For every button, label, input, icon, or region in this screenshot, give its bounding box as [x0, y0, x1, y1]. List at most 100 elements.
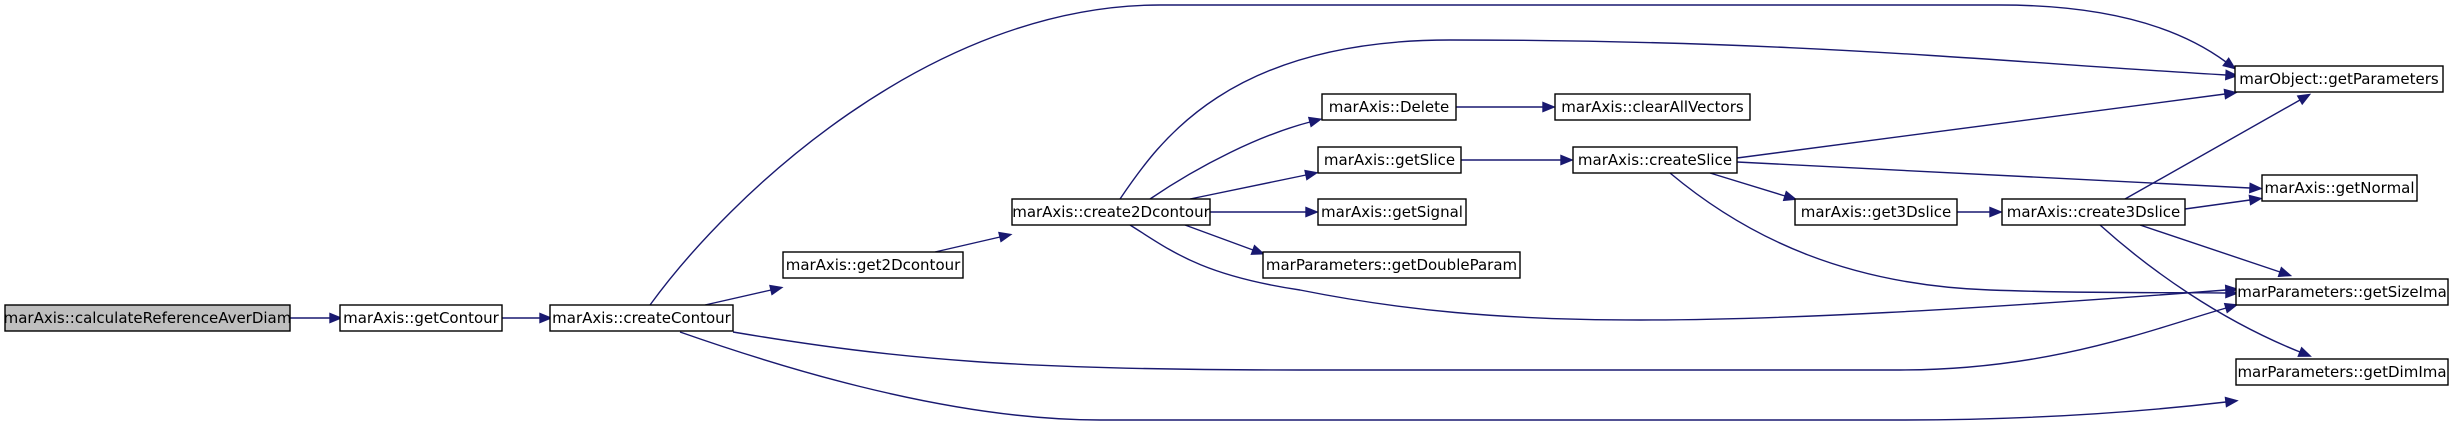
node-create3D[interactable]: marAxis::create3Dslice [2001, 198, 2186, 226]
edge-line [2124, 99, 2301, 200]
edge-line [1119, 39, 2227, 200]
node-calc[interactable]: marAxis::calculateReferenceAverDiam [4, 304, 292, 332]
node-box [1317, 198, 1467, 226]
edge-createSlice-to-get3D [1709, 172, 1798, 202]
node-label: marAxis::getNormal [2264, 179, 2414, 197]
edge-create3D-to-getNormal [2184, 194, 2263, 210]
edge-line [1736, 93, 2226, 159]
edge-create2D-to-getDouble [1184, 224, 1266, 255]
node-box [2235, 358, 2449, 386]
node-box [2235, 278, 2449, 306]
node-label: marAxis::getContour [343, 309, 500, 327]
arrowhead-icon [2296, 93, 2312, 106]
node-box [1317, 146, 1462, 174]
node-label: marAxis::createContour [552, 309, 732, 327]
edge-createContour-to-getSize [732, 302, 2239, 371]
node-get2D[interactable]: marAxis::get2Dcontour [782, 251, 964, 279]
edge-create2D-to-getSlice [1189, 169, 1319, 200]
node-clearAll[interactable]: marAxis::clearAllVectors [1554, 93, 1751, 121]
node-label: marObject::getParameters [2239, 70, 2439, 88]
arrowhead-icon [1305, 206, 1319, 218]
node-label: marAxis::calculateReferenceAverDiam [4, 309, 292, 327]
arrowhead-icon [2222, 57, 2237, 70]
arrowhead-icon [539, 312, 553, 324]
node-getSignal[interactable]: marAxis::getSignal [1317, 198, 1467, 226]
edge-getSlice-to-createSlice [1461, 154, 1574, 166]
edge-create2D-to-getSignal [1210, 206, 1319, 218]
edge-create3D-to-getSize [2139, 224, 2293, 278]
node-label: marAxis::Delete [1329, 98, 1449, 116]
node-label: marAxis::get3Dslice [1801, 203, 1952, 221]
arrowhead-icon [2248, 194, 2263, 206]
node-box [1554, 93, 1751, 121]
node-get3D[interactable]: marAxis::get3Dslice [1794, 198, 1958, 226]
node-label: marAxis::create2Dcontour [1012, 203, 1210, 221]
edge-line [732, 307, 2227, 371]
node-label: marParameters::getDoubleParam [1266, 256, 1517, 274]
node-box [4, 304, 291, 332]
edge-line [679, 331, 2227, 421]
node-createContour[interactable]: marAxis::createContour [549, 304, 734, 332]
edge-create3D-to-getDim [2099, 224, 2312, 357]
node-delete[interactable]: marAxis::Delete [1321, 93, 1457, 121]
node-box [549, 304, 734, 332]
edge-line [1189, 174, 1307, 200]
arrowhead-icon [1250, 244, 1266, 255]
arrowhead-icon [1304, 169, 1319, 181]
node-getNormal[interactable]: marAxis::getNormal [2261, 174, 2418, 202]
node-createSlice[interactable]: marAxis::createSlice [1572, 146, 1738, 174]
edge-line [2099, 224, 2301, 353]
edge-line [1129, 224, 2227, 321]
edge-calc-to-getContour [290, 312, 343, 324]
arrowhead-icon [1560, 154, 1574, 166]
edge-createContour-to-get2D [704, 284, 784, 306]
edge-line [1736, 161, 2251, 189]
node-getSize[interactable]: marParameters::getSizeIma [2235, 278, 2449, 306]
edge-line [1709, 172, 1786, 197]
edge-line [1184, 224, 1254, 251]
node-box [2001, 198, 2186, 226]
node-getContour[interactable]: marAxis::getContour [339, 304, 503, 332]
edge-get2D-to-create2D [934, 231, 1013, 253]
node-getParams[interactable]: marObject::getParameters [2234, 65, 2444, 93]
edge-line [934, 236, 1001, 253]
arrowhead-icon [329, 312, 343, 324]
node-label: marAxis::get2Dcontour [786, 256, 961, 274]
node-label: marAxis::createSlice [1578, 151, 1732, 169]
arrowhead-icon [1542, 101, 1556, 113]
arrowhead-icon [1782, 190, 1798, 202]
arrowhead-icon [2249, 182, 2263, 194]
node-box [782, 251, 964, 279]
edge-createSlice-to-getSize [1669, 172, 2239, 299]
node-getDim[interactable]: marParameters::getDimIma [2235, 358, 2449, 386]
edge-create2D-to-delete [1149, 116, 1323, 200]
node-box [1262, 251, 1521, 279]
node-box [1011, 198, 1211, 226]
node-box [1794, 198, 1958, 226]
edge-create3D-to-getParams [2124, 93, 2312, 200]
arrowhead-icon [2224, 396, 2239, 408]
edge-createContour-to-getDim [679, 331, 2239, 421]
nodes-layer: marAxis::calculateReferenceAverDiam marAx… [4, 65, 2449, 386]
arrowhead-icon [1989, 206, 2003, 218]
edge-getContour-to-createContour [502, 312, 553, 324]
arrowhead-icon [769, 284, 784, 296]
node-box [2261, 174, 2418, 202]
node-box [339, 304, 503, 332]
edge-createSlice-to-getParams [1736, 88, 2238, 159]
edge-createContour-to-getParams [649, 4, 2237, 306]
node-box [1572, 146, 1738, 174]
node-label: marAxis::clearAllVectors [1561, 98, 1744, 116]
edge-line [2139, 224, 2281, 273]
arrowhead-icon [2224, 69, 2239, 81]
edge-line [2184, 199, 2251, 210]
edge-line [704, 289, 772, 306]
node-create2D[interactable]: marAxis::create2Dcontour [1011, 198, 1211, 226]
edge-line [1669, 172, 2227, 294]
node-getSlice[interactable]: marAxis::getSlice [1317, 146, 1462, 174]
arrowhead-icon [2223, 88, 2238, 100]
node-box [2234, 65, 2444, 93]
arrowhead-icon [998, 231, 1013, 243]
node-getDouble[interactable]: marParameters::getDoubleParam [1262, 251, 1521, 279]
